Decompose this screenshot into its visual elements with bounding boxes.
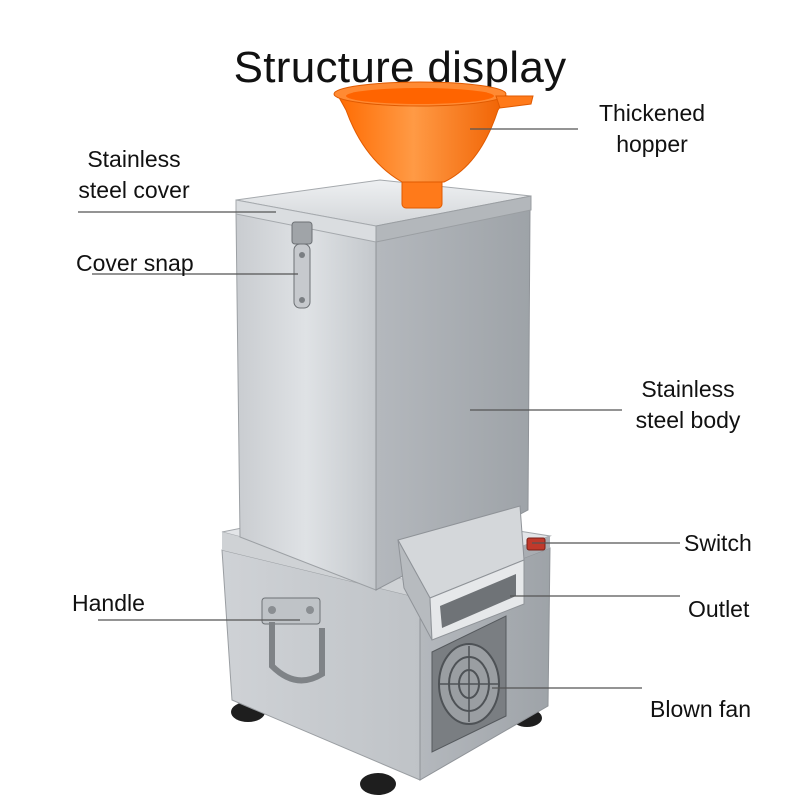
cover-snap xyxy=(291,221,313,309)
stainless-steel-cover xyxy=(235,179,532,243)
blown-fan-icon xyxy=(431,615,507,753)
label-stainless-steel-body: Stainless steel body xyxy=(635,376,741,433)
label-blown-fan: Blown fan xyxy=(650,696,752,722)
label-thickened-hopper: Thickened hopper xyxy=(598,100,706,157)
label-stainless-steel-cover: Stainless steel cover xyxy=(78,146,190,203)
thickened-hopper xyxy=(333,81,534,209)
stainless-steel-body xyxy=(235,209,531,591)
label-cover-snap: Cover snap xyxy=(76,250,194,276)
leader-lines xyxy=(78,128,680,689)
switch-icon xyxy=(526,537,546,551)
label-switch: Switch xyxy=(684,530,752,556)
outlet-chute xyxy=(397,505,525,641)
handle-icon xyxy=(261,597,325,684)
label-handle: Handle xyxy=(72,590,145,616)
label-outlet: Outlet xyxy=(688,596,750,622)
